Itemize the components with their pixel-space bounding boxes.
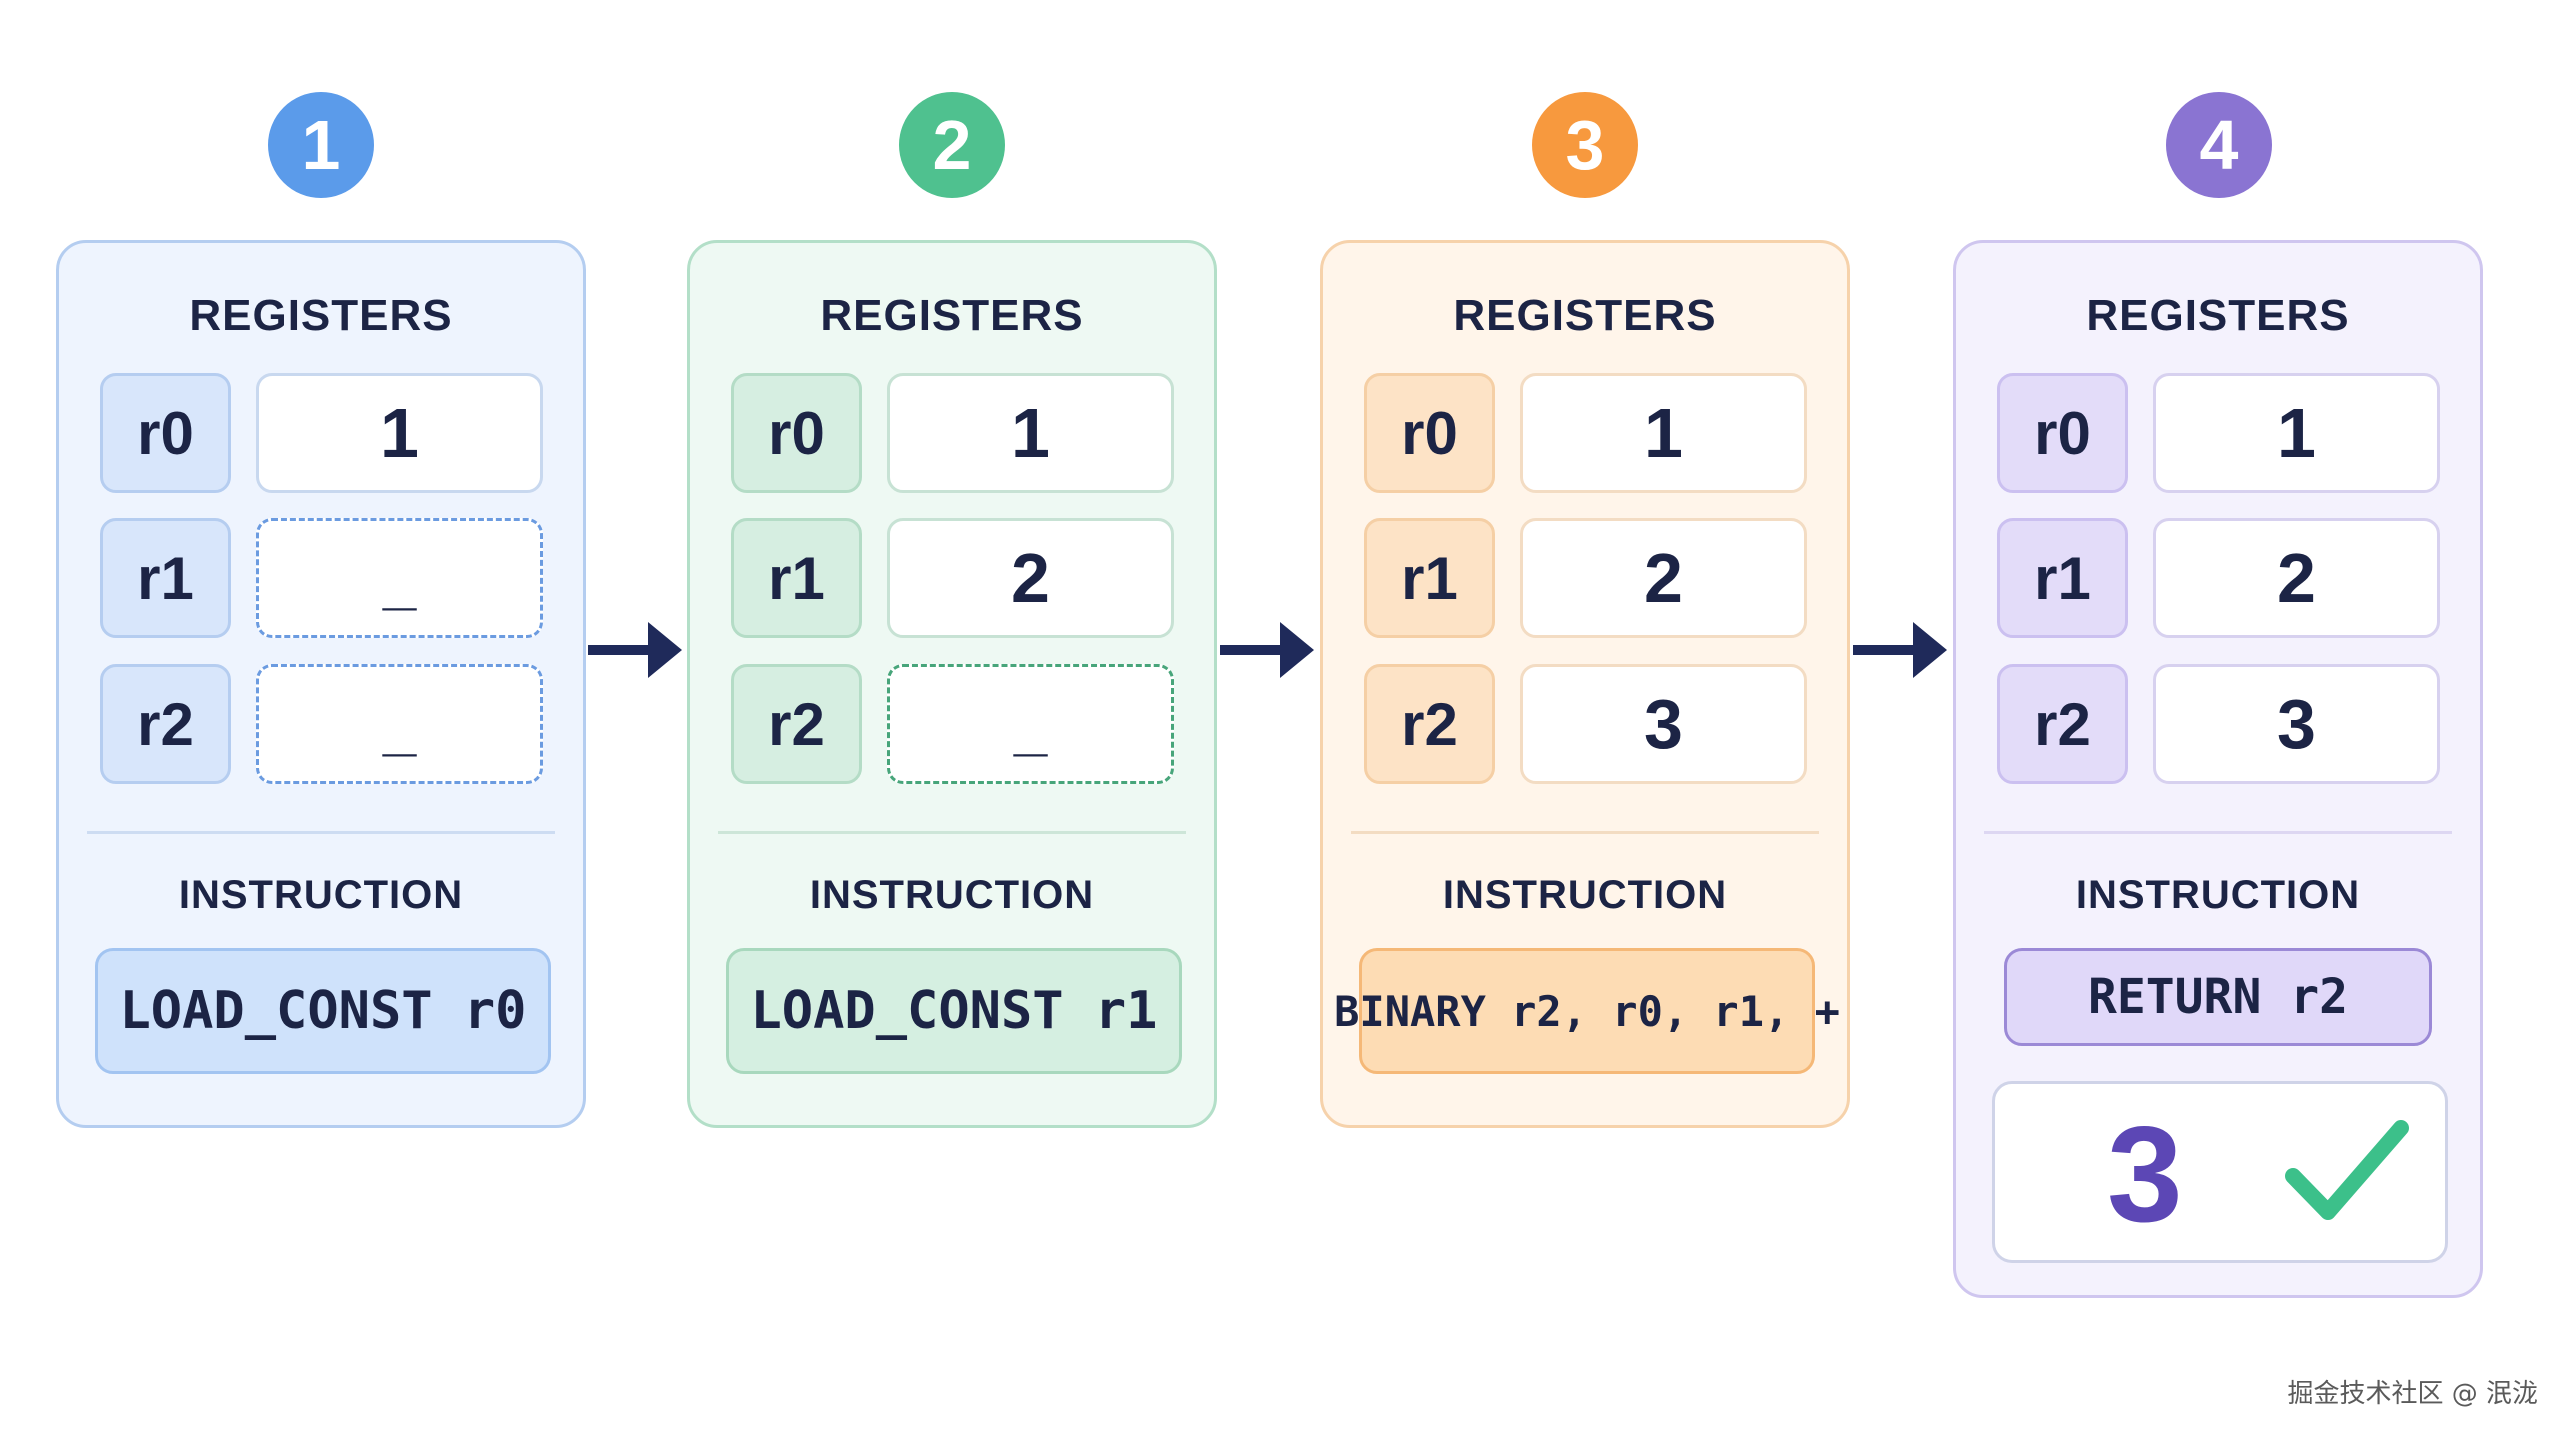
instruction-title: INSTRUCTION bbox=[178, 873, 464, 917]
registers-title: REGISTERS bbox=[820, 291, 1084, 340]
register-name-r1: r1 bbox=[1364, 518, 1495, 638]
step-panel-3: REGISTERS r0 1 r1 2 r2 3 INSTRUCTION BIN… bbox=[1320, 240, 1850, 1128]
register-name-r0: r0 bbox=[1997, 373, 2128, 493]
register-value-r2: 3 bbox=[1520, 664, 1807, 784]
register-value-r1: 2 bbox=[887, 518, 1174, 638]
step-badge-4: 4 bbox=[2166, 92, 2272, 198]
watermark: 掘金技术社区 @ 泯泷 bbox=[2287, 1379, 2538, 1409]
register-name-r0: r0 bbox=[100, 373, 231, 493]
register-value-r0: 1 bbox=[256, 373, 543, 493]
registers-title: REGISTERS bbox=[189, 291, 453, 340]
register-value-r1: 2 bbox=[1520, 518, 1807, 638]
step-panel-2: REGISTERS r0 1 r1 2 r2 _ INSTRUCTION LOA… bbox=[687, 240, 1217, 1128]
instruction-title: INSTRUCTION bbox=[809, 873, 1095, 917]
divider bbox=[1984, 831, 2452, 834]
register-value-r2: _ bbox=[256, 664, 543, 784]
register-name-r1: r1 bbox=[100, 518, 231, 638]
arrow-right-icon bbox=[588, 622, 682, 678]
instruction-box: RETURN r2 bbox=[2004, 948, 2432, 1046]
register-name-r2: r2 bbox=[1997, 664, 2128, 784]
check-icon bbox=[2285, 1120, 2409, 1220]
instruction-box: LOAD_CONST r0 bbox=[95, 948, 551, 1074]
instruction-box: BINARY r2, r0, r1, + bbox=[1334, 948, 1840, 1074]
divider bbox=[718, 831, 1186, 834]
step-badge-2: 2 bbox=[899, 92, 1005, 198]
instruction-box: LOAD_CONST r1 bbox=[726, 948, 1182, 1074]
register-value-r1: 2 bbox=[2153, 518, 2440, 638]
step-badge-3: 3 bbox=[1532, 92, 1638, 198]
instruction-title: INSTRUCTION bbox=[2075, 873, 2361, 917]
instruction-title: INSTRUCTION bbox=[1442, 873, 1728, 917]
registers-title: REGISTERS bbox=[2086, 291, 2350, 340]
arrow-right-icon bbox=[1853, 622, 1947, 678]
register-value-r2: _ bbox=[887, 664, 1174, 784]
register-name-r0: r0 bbox=[1364, 373, 1495, 493]
register-value-r1: _ bbox=[256, 518, 543, 638]
register-value-r2: 3 bbox=[2153, 664, 2440, 784]
register-value-r0: 1 bbox=[2153, 373, 2440, 493]
register-name-r2: r2 bbox=[731, 664, 862, 784]
register-name-r1: r1 bbox=[731, 518, 862, 638]
register-name-r2: r2 bbox=[100, 664, 231, 784]
divider bbox=[1351, 831, 1819, 834]
register-value-r0: 1 bbox=[1520, 373, 1807, 493]
register-name-r2: r2 bbox=[1364, 664, 1495, 784]
register-value-r0: 1 bbox=[887, 373, 1174, 493]
register-name-r0: r0 bbox=[731, 373, 862, 493]
step-panel-1: REGISTERS r0 1 r1 _ r2 _ INSTRUCTION LOA… bbox=[56, 240, 586, 1128]
result-value: 3 bbox=[2107, 1098, 2183, 1250]
register-name-r1: r1 bbox=[1997, 518, 2128, 638]
step-panel-4: REGISTERS r0 1 r1 2 r2 3 INSTRUCTION RET… bbox=[1953, 240, 2483, 1298]
result-box: 3 bbox=[1992, 1081, 2448, 1263]
arrow-right-icon bbox=[1220, 622, 1314, 678]
divider bbox=[87, 831, 555, 834]
registers-title: REGISTERS bbox=[1453, 291, 1717, 340]
step-badge-1: 1 bbox=[268, 92, 374, 198]
